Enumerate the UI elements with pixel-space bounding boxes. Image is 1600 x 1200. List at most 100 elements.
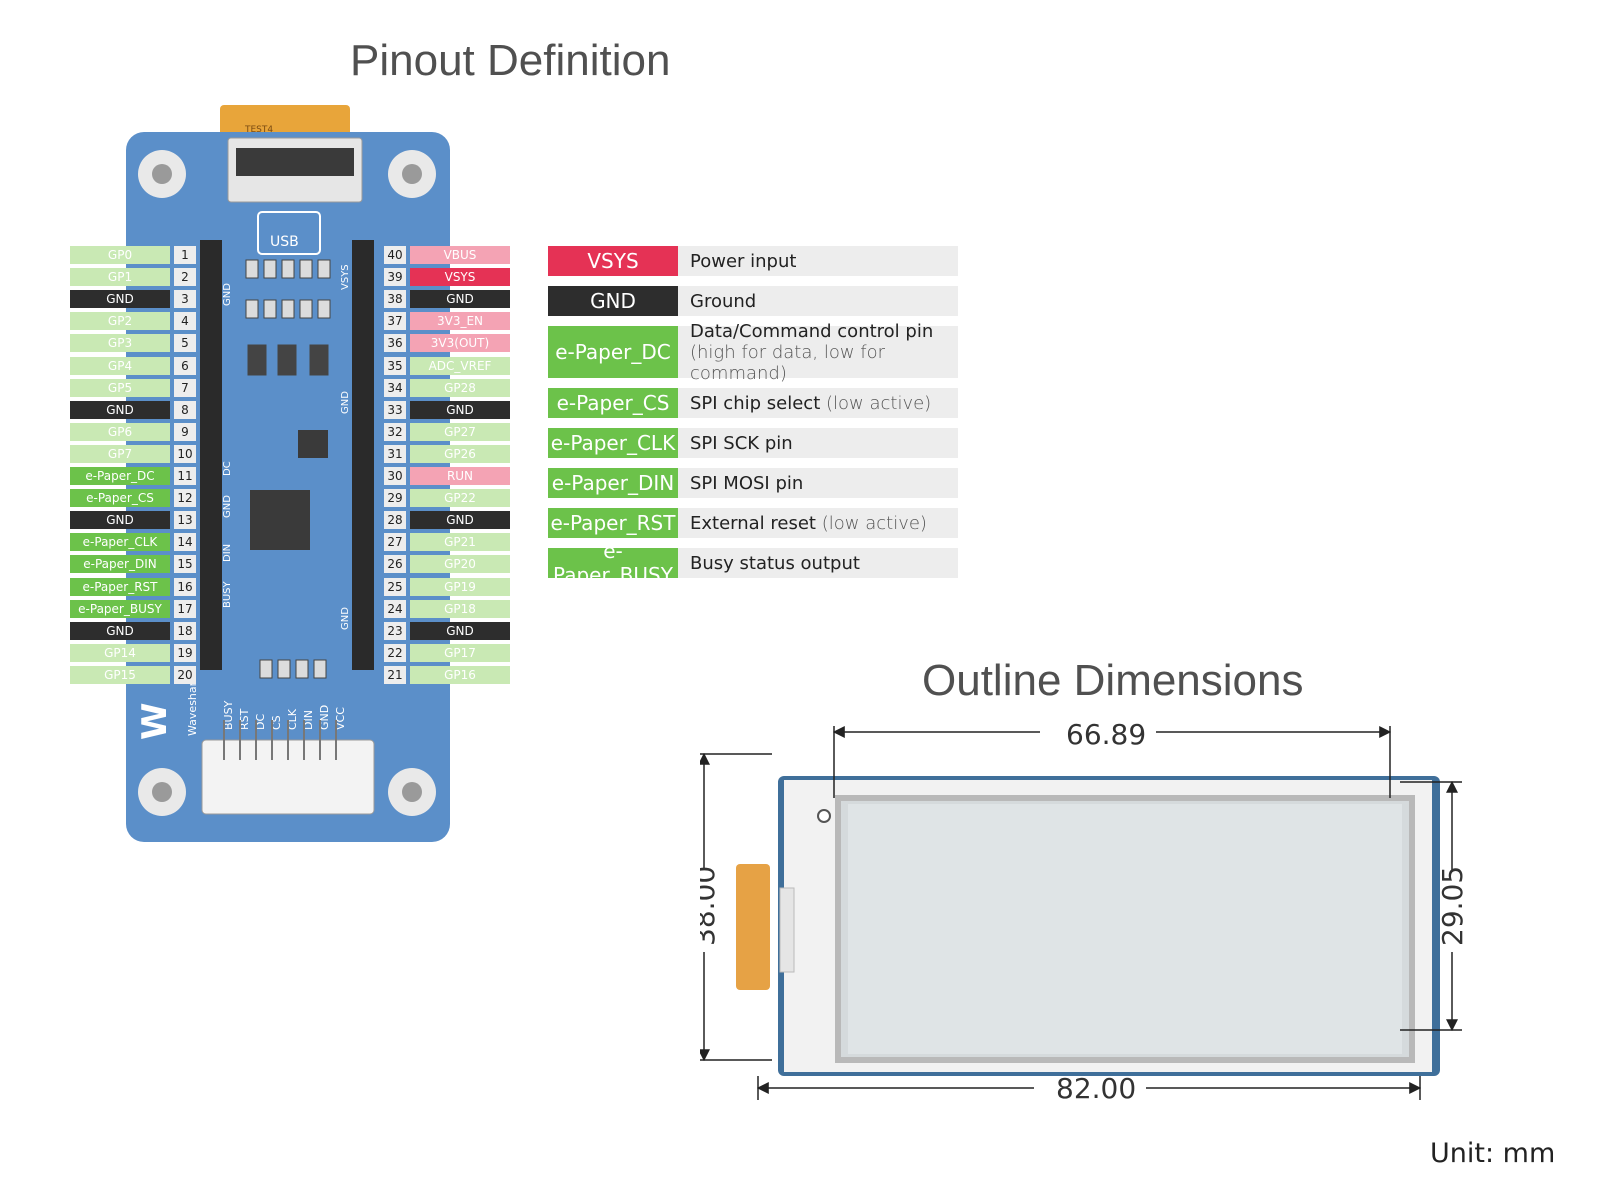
legend-desc-note: (low active) [821, 512, 927, 534]
pin-label: GP16 [410, 665, 510, 684]
pin-label: GP19 [410, 577, 510, 596]
pin-label: ADC_VREF [410, 356, 510, 375]
pin-label: GP7 [70, 444, 170, 463]
conn-label-dc: DC [254, 714, 267, 730]
pin-number: 35 [384, 356, 406, 375]
silk-gnd-1: GND [222, 283, 233, 306]
mounting-hole-top-right [388, 150, 436, 198]
legend-pin-description: SPI MOSI pin [678, 468, 958, 498]
mounting-hole-bottom-right [388, 768, 436, 816]
pin-label: e-Paper_BUSY [70, 599, 170, 618]
right-header [352, 240, 374, 670]
conn-label-rst: RST [238, 708, 251, 730]
legend-pin-name: e-Paper_DIN [548, 468, 678, 498]
panel-fpc [736, 864, 770, 990]
pin-number: 36 [384, 334, 406, 353]
silk-dc: DC [222, 461, 233, 476]
dim-outline-height: 38.00 [700, 866, 721, 946]
pin-number: 22 [384, 643, 406, 662]
pin-label: GP21 [410, 533, 510, 552]
pin-number: 28 [384, 511, 406, 530]
pin-label: GP20 [410, 555, 510, 574]
pin-number: 38 [384, 290, 406, 309]
left-header [200, 240, 222, 670]
pin-label: GND [70, 621, 170, 640]
conn-label-busy: BUSY [222, 700, 235, 730]
pin-number: 13 [174, 511, 196, 530]
pin-number: 40 [384, 246, 406, 264]
legend-pin-description: Power input [678, 246, 958, 276]
pin-label: GP14 [70, 643, 170, 662]
legend-pin-description: Data/Command control pin(high for data, … [678, 321, 958, 384]
small-ic [298, 430, 328, 458]
legend-pin-name: e-Paper_BUSY [548, 539, 678, 587]
pin-label: GP2 [70, 312, 170, 331]
pin-number: 30 [384, 467, 406, 485]
pin-number: 25 [384, 577, 406, 596]
legend-pin-name: GND [548, 286, 678, 316]
silk-gnd-3: GND [340, 391, 351, 414]
legend-desc-text: External reset [690, 512, 816, 534]
pin-number: 15 [174, 555, 196, 574]
pin-label: GP22 [410, 489, 510, 508]
pin-number: 4 [174, 312, 196, 331]
conn-label-vcc: VCC [334, 707, 347, 730]
waveshare-logo: W [135, 702, 175, 740]
pin-number: 12 [174, 489, 196, 508]
pin-label: GP6 [70, 422, 170, 441]
pin-number: 17 [174, 599, 196, 618]
pin-number: 24 [384, 599, 406, 618]
pin-number: 8 [174, 400, 196, 419]
conn-label-din: DIN [302, 710, 315, 730]
pin-number: 23 [384, 621, 406, 640]
legend-desc-text: SPI SCK pin [690, 432, 793, 454]
legend-pin-description: SPI SCK pin [678, 428, 958, 458]
pin-label: GND [410, 290, 510, 309]
silk-gnd-4: GND [340, 607, 351, 630]
dimensions-title: Outline Dimensions [922, 656, 1304, 705]
pin-number: 37 [384, 312, 406, 331]
pin-number: 7 [174, 378, 196, 397]
pin-label: GP4 [70, 356, 170, 375]
silk-vsys: VSYS [340, 264, 351, 290]
legend-pin-description: Ground [678, 286, 958, 316]
legend-desc-note: (high for data, low for command) [690, 341, 886, 384]
legend-pin-name: e-Paper_CLK [548, 428, 678, 458]
pin-number: 31 [384, 444, 406, 463]
pin-label: GP5 [70, 378, 170, 397]
pin-number: 26 [384, 555, 406, 574]
legend-desc-text: SPI chip select [690, 392, 821, 414]
pin-number: 9 [174, 422, 196, 441]
component-rows [245, 259, 331, 679]
legend-pin-name: e-Paper_RST [548, 508, 678, 538]
legend-desc-text: Busy status output [690, 552, 860, 574]
pin-label: GND [410, 400, 510, 419]
panel-marker-circle [817, 809, 831, 823]
pin-label: e-Paper_CLK [70, 533, 170, 552]
pin-number: 18 [174, 621, 196, 640]
pin-number: 20 [174, 665, 196, 684]
pin-number: 19 [174, 643, 196, 662]
pin-label: GND [70, 400, 170, 419]
pin-number: 1 [174, 246, 196, 264]
pin-number: 5 [174, 334, 196, 353]
conn-label-cs: CS [270, 715, 283, 730]
pin-number: 14 [174, 533, 196, 552]
brand-label: Waveshare [186, 675, 199, 736]
silk-busy: BUSY [222, 580, 233, 608]
legend-desc-note-line: (high for data, low for command) [690, 342, 958, 384]
pin-number: 27 [384, 533, 406, 552]
pin-number: 29 [384, 489, 406, 508]
pin-label: VBUS [410, 246, 510, 264]
pin-label: GP28 [410, 378, 510, 397]
pin-label: GP26 [410, 444, 510, 463]
silk-din: DIN [222, 544, 233, 562]
pin-number: 21 [384, 665, 406, 684]
pin-label: GND [410, 621, 510, 640]
main-ic [250, 490, 310, 550]
legend-pin-name: e-Paper_DC [548, 326, 678, 378]
pin-label: VSYS [410, 268, 510, 287]
legend-desc-text: SPI MOSI pin [690, 472, 804, 494]
pin-label: GP18 [410, 599, 510, 618]
pin-number: 39 [384, 268, 406, 287]
